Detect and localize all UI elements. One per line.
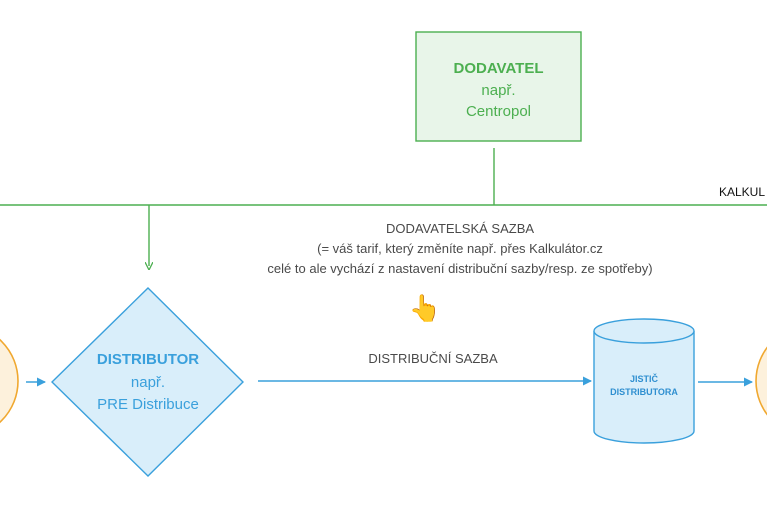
breaker-line1: JISTIČ bbox=[629, 374, 658, 384]
distributor-title: DISTRIBUTOR bbox=[96, 351, 200, 368]
supplier-box bbox=[415, 31, 582, 142]
consumer-circle-left bbox=[0, 338, 19, 424]
supplier-rate-line1: (= váš tarif, který změníte např. přes K… bbox=[317, 241, 603, 256]
distributor-line2: PRE Distribuce bbox=[97, 396, 199, 413]
supplier-line2: Centropol bbox=[465, 103, 532, 120]
distributor-line1: např. bbox=[130, 374, 166, 391]
distribution-rate-title: DISTRIBUČNÍ SAZBA bbox=[368, 351, 498, 366]
supplier-title: DODAVATEL bbox=[453, 60, 544, 77]
breaker-line2: DISTRIBUTORA bbox=[610, 387, 678, 397]
supplier-rate-title: DODAVATELSKÁ SAZBA bbox=[385, 221, 535, 236]
supplier-line1: např. bbox=[481, 82, 516, 99]
consumer-circle-right bbox=[755, 346, 767, 416]
pointing-hand-icon: 👆 bbox=[408, 293, 442, 323]
supplier-rate-line2: celé to ale vychází z nastavení distribu… bbox=[267, 261, 653, 276]
breaker-cylinder bbox=[593, 318, 695, 444]
distributor-diamond bbox=[50, 287, 244, 477]
calculator-label: KALKUL bbox=[719, 185, 766, 199]
